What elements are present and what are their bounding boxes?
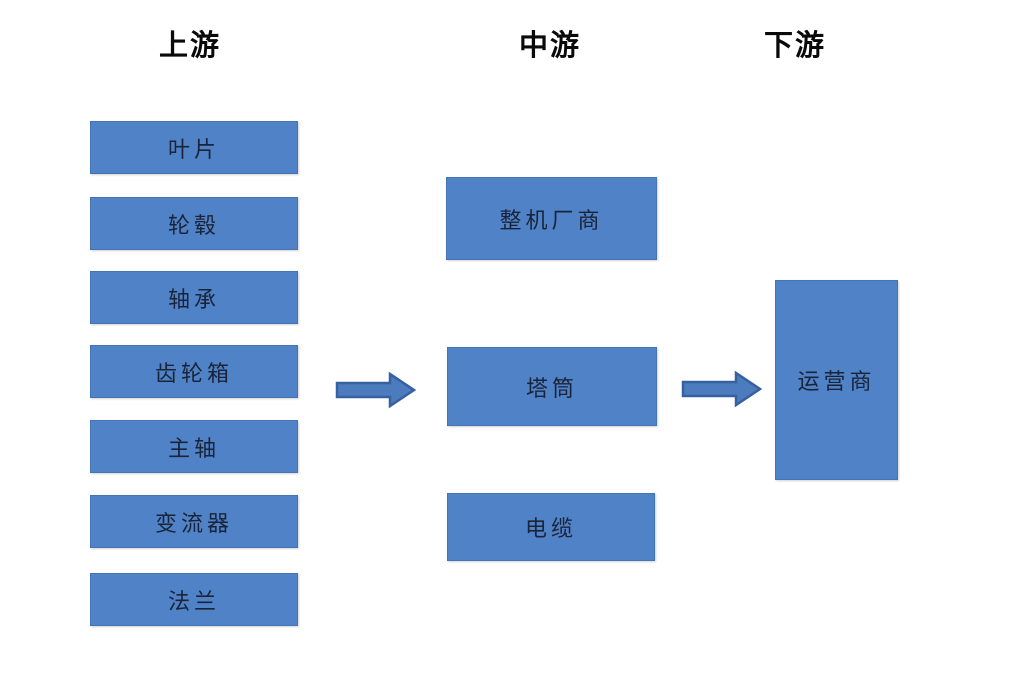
midstream-box-turbine-oem: 整机厂商 <box>446 177 657 260</box>
upstream-box-hub: 轮毂 <box>90 197 298 250</box>
upstream-box-main-shaft: 主轴 <box>90 420 298 473</box>
upstream-box-bearing: 轴承 <box>90 271 298 324</box>
right-arrow-icon <box>335 371 417 409</box>
upstream-box-flange: 法兰 <box>90 573 298 626</box>
upstream-box-gearbox: 齿轮箱 <box>90 345 298 398</box>
downstream-box-operator: 运营商 <box>775 280 898 480</box>
header-upstream: 上游 <box>158 30 221 62</box>
right-arrow-icon <box>681 370 763 408</box>
midstream-box-tower: 塔筒 <box>447 347 657 426</box>
header-midstream: 中游 <box>518 30 581 62</box>
upstream-box-converter: 变流器 <box>90 495 298 548</box>
header-downstream: 下游 <box>763 30 826 62</box>
midstream-box-cable: 电缆 <box>447 493 655 561</box>
upstream-box-blade: 叶片 <box>90 121 298 174</box>
